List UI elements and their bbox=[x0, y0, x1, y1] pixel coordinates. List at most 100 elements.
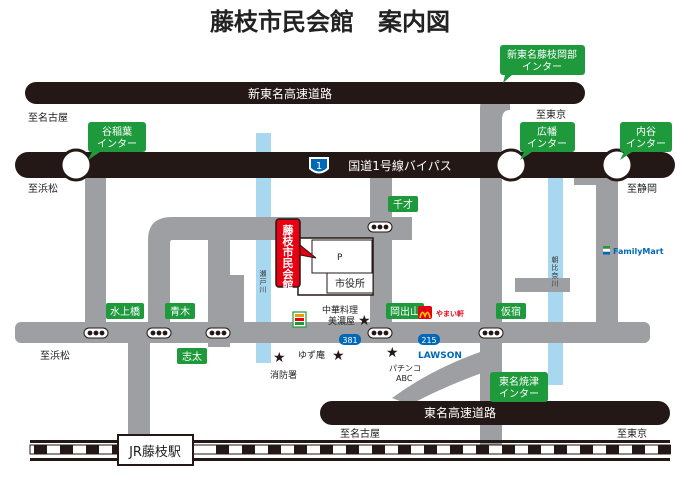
traffic-signals bbox=[83, 221, 504, 339]
road-far-east bbox=[596, 178, 618, 343]
svg-text:志太: 志太 bbox=[182, 350, 202, 363]
sign-shida: 志太 bbox=[177, 348, 207, 364]
dir-nagoya-top: 至名古屋 bbox=[28, 111, 68, 124]
dir-shizuoka: 至静岡 bbox=[627, 182, 657, 195]
venue-marker: 藤枝市民会館 bbox=[275, 218, 317, 292]
svg-text:千才: 千才 bbox=[393, 198, 413, 211]
sign-kariyado: 仮宿 bbox=[496, 303, 526, 319]
svg-text:381: 381 bbox=[342, 336, 357, 345]
route-1-number: 1 bbox=[316, 161, 322, 172]
road-east-curve bbox=[480, 85, 510, 330]
yamaru-logo: やまい軒 bbox=[436, 309, 464, 318]
svg-text:新東名藤枝岡部: 新東名藤枝岡部 bbox=[507, 48, 577, 61]
fire-station-label: 消防署 bbox=[270, 369, 297, 381]
dir-hamamatsu-mid: 至浜松 bbox=[28, 182, 58, 195]
signal-mizukamibashi bbox=[83, 327, 109, 339]
familymart-logo: FamilyMart bbox=[602, 246, 664, 256]
svg-text:広幡: 広幡 bbox=[537, 125, 557, 138]
venue-label: 藤枝市民会館 bbox=[282, 223, 295, 292]
signal-shida bbox=[205, 327, 231, 339]
dir-tokyo-bottom: 至東京 bbox=[617, 427, 647, 440]
ic-hiroyasu: 広幡 インター bbox=[520, 122, 575, 160]
station-box bbox=[117, 434, 194, 466]
star-icon: ★ bbox=[386, 345, 399, 361]
city-hall-block: P 市役所 bbox=[297, 237, 374, 296]
road-chio-vertical bbox=[370, 178, 392, 343]
junction-hiroyasu bbox=[494, 148, 528, 182]
svg-text:仮宿: 仮宿 bbox=[501, 305, 521, 318]
star-icon: ★ bbox=[358, 313, 371, 329]
ic-yaiba: 谷稲葉 インター bbox=[88, 122, 146, 160]
sign-chio: 千才 bbox=[388, 196, 418, 212]
road-east-ramp bbox=[392, 352, 490, 405]
chinese-restaurant-line2: 美濃屋 bbox=[328, 315, 355, 327]
svg-text:インター: インター bbox=[522, 61, 562, 73]
svg-text:水上橋: 水上橋 bbox=[110, 305, 140, 318]
road-center-vertical bbox=[208, 217, 230, 347]
svg-text:谷稲葉: 谷稲葉 bbox=[102, 125, 132, 138]
route-1-badge: 1 bbox=[309, 157, 329, 174]
svg-text:インター: インター bbox=[626, 138, 666, 150]
ic-uchiya: 内谷 インター bbox=[620, 122, 672, 160]
yuzuan-label: ゆず庵 bbox=[298, 349, 325, 361]
highway-tomei bbox=[320, 401, 670, 425]
dir-hamamatsu-low: 至浜松 bbox=[40, 349, 70, 362]
svg-text:インター: インター bbox=[97, 138, 137, 150]
star-icon: ★ bbox=[273, 350, 286, 366]
svg-text:東名焼津: 東名焼津 bbox=[499, 375, 539, 388]
dir-nagoya-bottom: 至名古屋 bbox=[340, 427, 380, 440]
route-381-badge: 381 bbox=[339, 334, 361, 345]
highway-shin-tomei-label: 新東名高速道路 bbox=[248, 86, 332, 101]
sign-mizukamibashi: 水上橋 bbox=[106, 303, 144, 319]
junction-west bbox=[59, 148, 93, 182]
bypass-junctions bbox=[59, 148, 634, 182]
junction-uchiya bbox=[600, 148, 634, 182]
local-roads bbox=[15, 85, 650, 442]
highway-shin-tomei bbox=[25, 82, 585, 104]
city-hall-building bbox=[326, 272, 374, 294]
sign-okadeyama: 岡出山 bbox=[386, 303, 424, 319]
lawson-logo: LAWSON bbox=[418, 351, 462, 361]
pachinko-line1: パチンコ bbox=[389, 364, 421, 373]
route-215-badge: 215 bbox=[418, 334, 440, 345]
sign-aoki: 青木 bbox=[165, 303, 195, 319]
svg-text:内谷: 内谷 bbox=[636, 125, 656, 138]
pachinko-line2: ABC bbox=[396, 374, 413, 383]
river-segawa bbox=[256, 133, 271, 363]
intersection-signs: 千才 水上橋 青木 志太 岡出山 仮宿 bbox=[106, 196, 526, 364]
dir-tokyo-top: 至東京 bbox=[536, 108, 566, 121]
svg-text:215: 215 bbox=[421, 336, 436, 345]
parking-label: P bbox=[337, 253, 343, 263]
signal-aoki bbox=[146, 327, 172, 339]
svg-text:青木: 青木 bbox=[170, 305, 190, 318]
page-title: 藤枝市民会館 案内図 bbox=[210, 8, 450, 36]
city-hall-label: 市役所 bbox=[335, 277, 365, 290]
highway-bypass bbox=[15, 152, 675, 178]
svg-text:インター: インター bbox=[527, 138, 567, 150]
road-venue-vertical bbox=[230, 275, 244, 327]
signal-okadeyama bbox=[367, 327, 393, 339]
highway-tomei-label: 東名高速道路 bbox=[424, 405, 496, 420]
ic-tomei: 東名焼津 インター bbox=[490, 372, 548, 402]
river-asahina-label: 朝比奈川 bbox=[552, 256, 559, 288]
svg-text:インター: インター bbox=[499, 388, 539, 400]
svg-text:岡出山: 岡出山 bbox=[390, 305, 420, 318]
railway: JR藤枝駅 bbox=[29, 434, 671, 466]
star-icon: ★ bbox=[332, 348, 345, 364]
road-west-vertical bbox=[85, 178, 106, 343]
river-segawa-label: 瀬戸川 bbox=[260, 269, 267, 294]
chinese-restaurant-line1: 中華料理 bbox=[322, 304, 358, 316]
road-south-vertical bbox=[128, 330, 150, 442]
svg-text:FamilyMart: FamilyMart bbox=[613, 247, 664, 256]
station-name: JR藤枝駅 bbox=[128, 445, 181, 460]
signal-chio bbox=[367, 221, 393, 233]
signal-kariyado bbox=[478, 327, 504, 339]
road-east-stub bbox=[515, 278, 570, 292]
direction-labels: 至名古屋 至東京 至浜松 至静岡 至浜松 至名古屋 至東京 bbox=[28, 108, 657, 440]
interchange-signs: 新東名藤枝岡部 インター 谷稲葉 インター 広幡 インター 内谷 インター 東名… bbox=[88, 45, 672, 402]
landmarks: 中華料理 美濃屋 ★ ★ 消防署 ゆず庵 ★ ★ パチンコ ABC LAWSON… bbox=[270, 246, 664, 383]
highway-bypass-label: 国道1号線バイパス bbox=[348, 158, 451, 173]
mcdonalds-icon bbox=[418, 306, 432, 319]
seven-eleven-icon bbox=[292, 311, 307, 328]
